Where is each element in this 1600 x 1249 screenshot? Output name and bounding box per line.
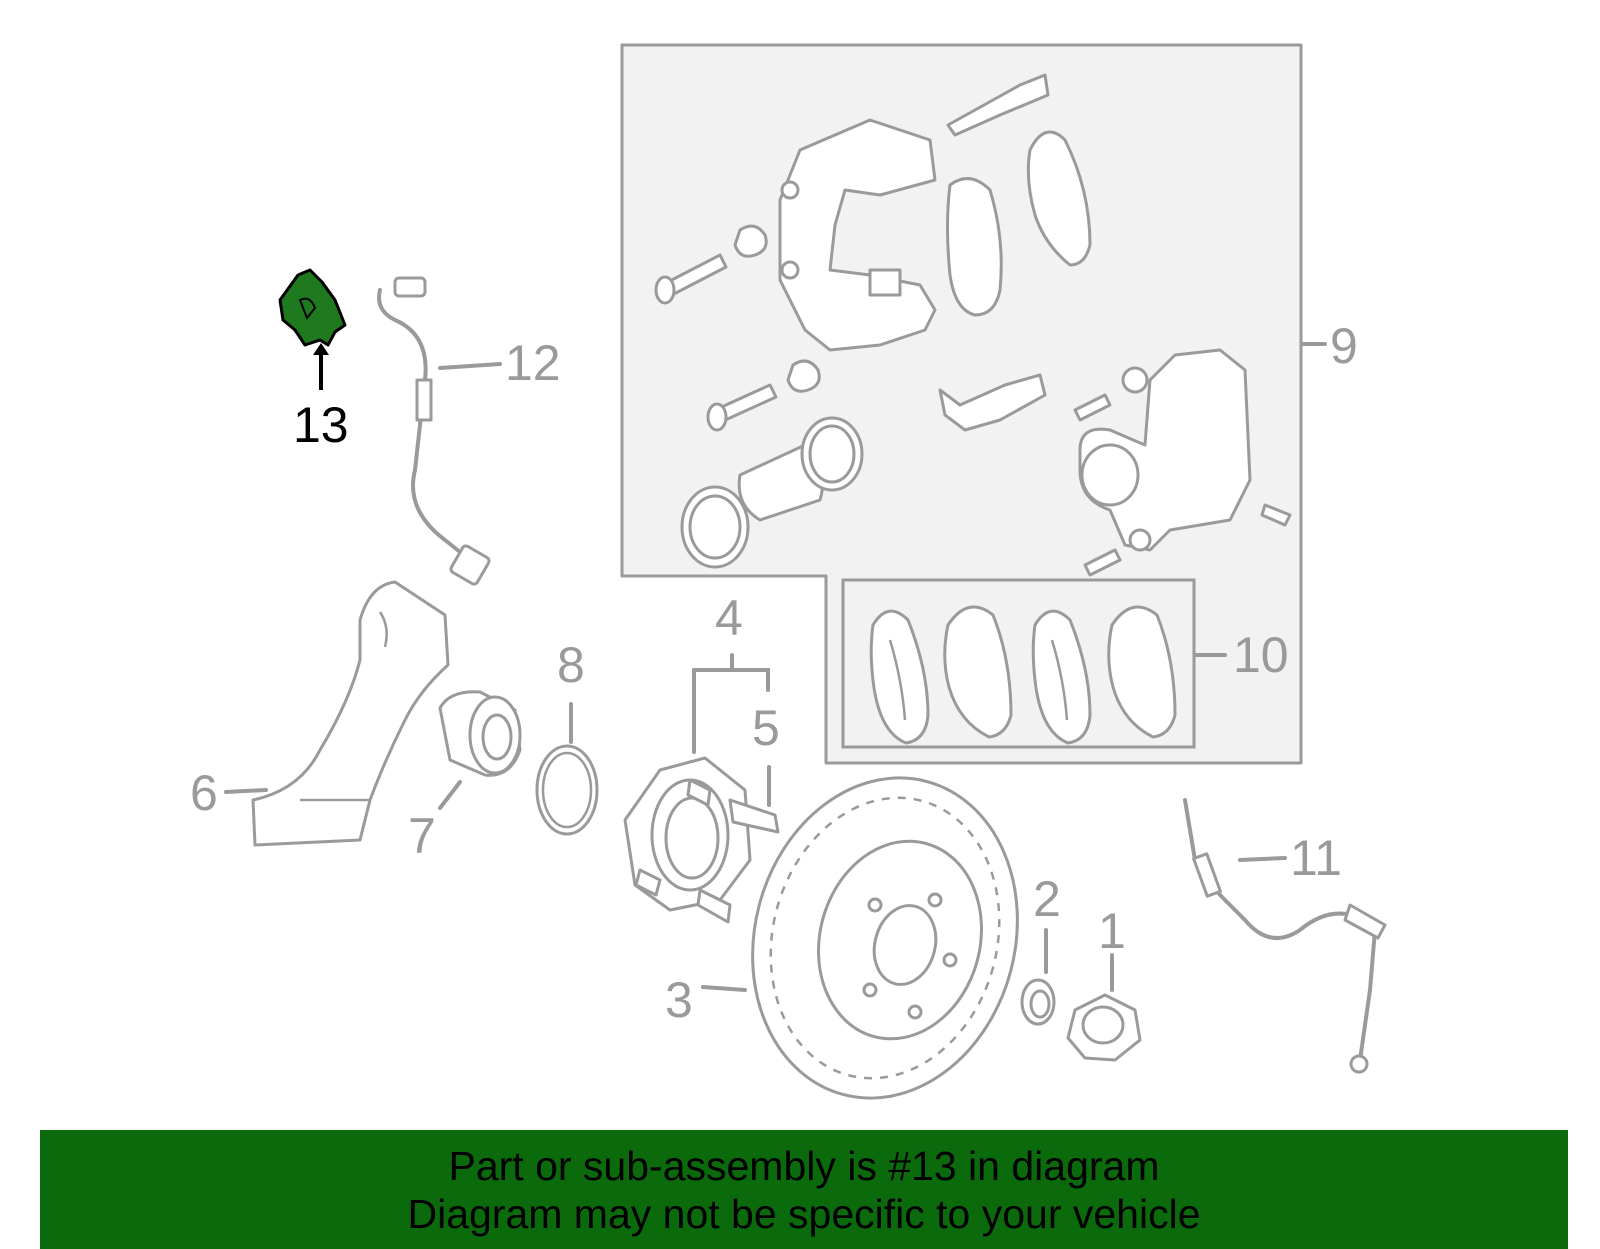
- footer-line-2: Diagram may not be specific to your vehi…: [407, 1190, 1201, 1237]
- callout-2: 2: [1033, 871, 1061, 927]
- dust-shield: [251, 580, 450, 847]
- wheel-speed-sensor-rear: [1183, 798, 1387, 1074]
- callout-7: 7: [408, 808, 436, 864]
- snap-ring: [535, 744, 599, 836]
- brake-pad-3: [1031, 609, 1092, 745]
- callout-11: 11: [1290, 830, 1342, 886]
- pad-clip-lower: [938, 373, 1047, 432]
- callout-3: 3: [665, 972, 693, 1028]
- caliper-bracket: [778, 118, 937, 352]
- brake-pad-1: [869, 609, 930, 745]
- wheel-bearing: [438, 690, 522, 777]
- caliper-bolt-lower: [1083, 548, 1122, 577]
- caliper-bolt-upper: [1073, 393, 1112, 422]
- callout-12: 12: [505, 335, 561, 391]
- callout-5: 5: [752, 700, 780, 756]
- caliper-pad-b: [1026, 130, 1092, 267]
- wheel-hub: [623, 756, 780, 924]
- brake-pad-4: [1107, 605, 1177, 739]
- callout-4: 4: [715, 590, 743, 646]
- guide-pin-lower: [706, 359, 821, 432]
- footer-line-1: Part or sub-assembly is #13 in diagram: [448, 1142, 1160, 1189]
- callout-6: 6: [190, 765, 218, 821]
- piston-seal-set: [680, 416, 864, 569]
- guide-pin-upper: [654, 224, 768, 305]
- highlighted-part-13: [278, 268, 347, 347]
- footer-banner: Part or sub-assembly is #13 in diagram D…: [40, 1130, 1568, 1249]
- callout-10: 10: [1233, 627, 1289, 683]
- brake-pad-2: [943, 605, 1013, 739]
- wheel-speed-sensor-front: [377, 276, 491, 586]
- callout-8: 8: [557, 637, 585, 693]
- caliper-pad-a: [946, 177, 1003, 317]
- pad-clip-upper: [946, 73, 1050, 137]
- callout-9: 9: [1330, 318, 1358, 374]
- brake-rotor: [751, 776, 1019, 1100]
- callout-1: 1: [1098, 903, 1126, 959]
- hub-nut: [1066, 993, 1142, 1062]
- callout-13: 13: [293, 397, 349, 453]
- caliper-body: [1078, 348, 1252, 552]
- bleeder-screw: [1260, 503, 1292, 527]
- washer: [1020, 978, 1056, 1026]
